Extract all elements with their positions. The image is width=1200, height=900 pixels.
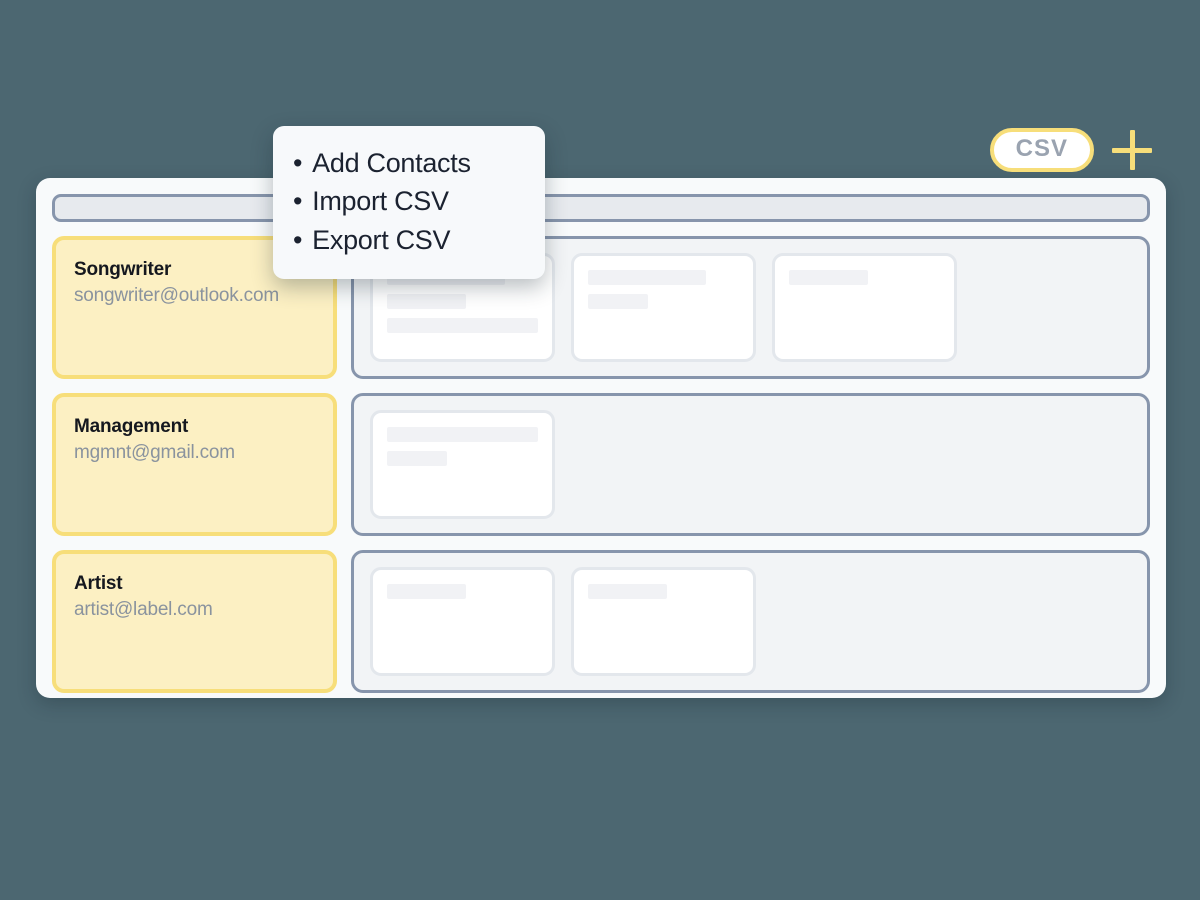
app-window: Songwriter songwriter@outlook.com xyxy=(36,178,1166,698)
skeleton-bar xyxy=(588,294,649,309)
skeleton-bar xyxy=(387,451,448,466)
menu-item-export-csv[interactable]: • Export CSV xyxy=(293,221,525,259)
csv-badge[interactable]: CSV xyxy=(989,128,1094,172)
menu-item-label: Export CSV xyxy=(312,224,451,255)
menu-item-label: Import CSV xyxy=(312,186,449,217)
contact-card-management[interactable]: Management mgmnt@gmail.com xyxy=(52,393,337,536)
contact-card-artist[interactable]: Artist artist@label.com xyxy=(52,550,337,693)
contact-name: Artist xyxy=(74,573,123,594)
contact-row: Artist artist@label.com xyxy=(52,550,1150,693)
skeleton-bar xyxy=(789,270,868,285)
skeleton-bar xyxy=(387,294,466,309)
contact-row: Songwriter songwriter@outlook.com xyxy=(52,236,1150,379)
plus-icon[interactable] xyxy=(1112,130,1152,170)
bullet-icon: • xyxy=(293,224,303,255)
contact-email: mgmnt@gmail.com xyxy=(74,441,235,463)
item-card[interactable] xyxy=(772,253,957,362)
context-menu: • Add Contacts • Import CSV • Export CSV xyxy=(273,126,545,279)
contact-email: artist@label.com xyxy=(74,598,213,620)
contact-rows: Songwriter songwriter@outlook.com xyxy=(52,236,1150,693)
item-card[interactable] xyxy=(571,567,756,676)
contact-items-panel xyxy=(351,393,1150,536)
bullet-icon: • xyxy=(293,148,303,178)
item-card[interactable] xyxy=(571,253,756,362)
contact-name: Management xyxy=(74,416,189,437)
skeleton-bar xyxy=(588,270,706,285)
skeleton-bar xyxy=(387,427,538,442)
contact-items-panel xyxy=(351,550,1150,693)
menu-item-import-csv[interactable]: • Import CSV xyxy=(293,182,525,220)
top-controls: CSV xyxy=(989,128,1152,172)
item-card[interactable] xyxy=(370,567,555,676)
item-card[interactable] xyxy=(370,410,555,519)
contact-items-panel xyxy=(351,236,1150,379)
toolbar-bar[interactable] xyxy=(52,194,1150,222)
contact-email: songwriter@outlook.com xyxy=(74,284,279,306)
skeleton-bar xyxy=(588,584,667,599)
skeleton-bar xyxy=(387,584,466,599)
skeleton-bar xyxy=(387,318,538,333)
contact-name: Songwriter xyxy=(74,259,172,280)
contact-row: Management mgmnt@gmail.com xyxy=(52,393,1150,536)
menu-item-label: Add Contacts xyxy=(312,148,471,178)
bullet-icon: • xyxy=(293,186,303,217)
menu-item-add-contacts[interactable]: • Add Contacts xyxy=(293,144,525,182)
